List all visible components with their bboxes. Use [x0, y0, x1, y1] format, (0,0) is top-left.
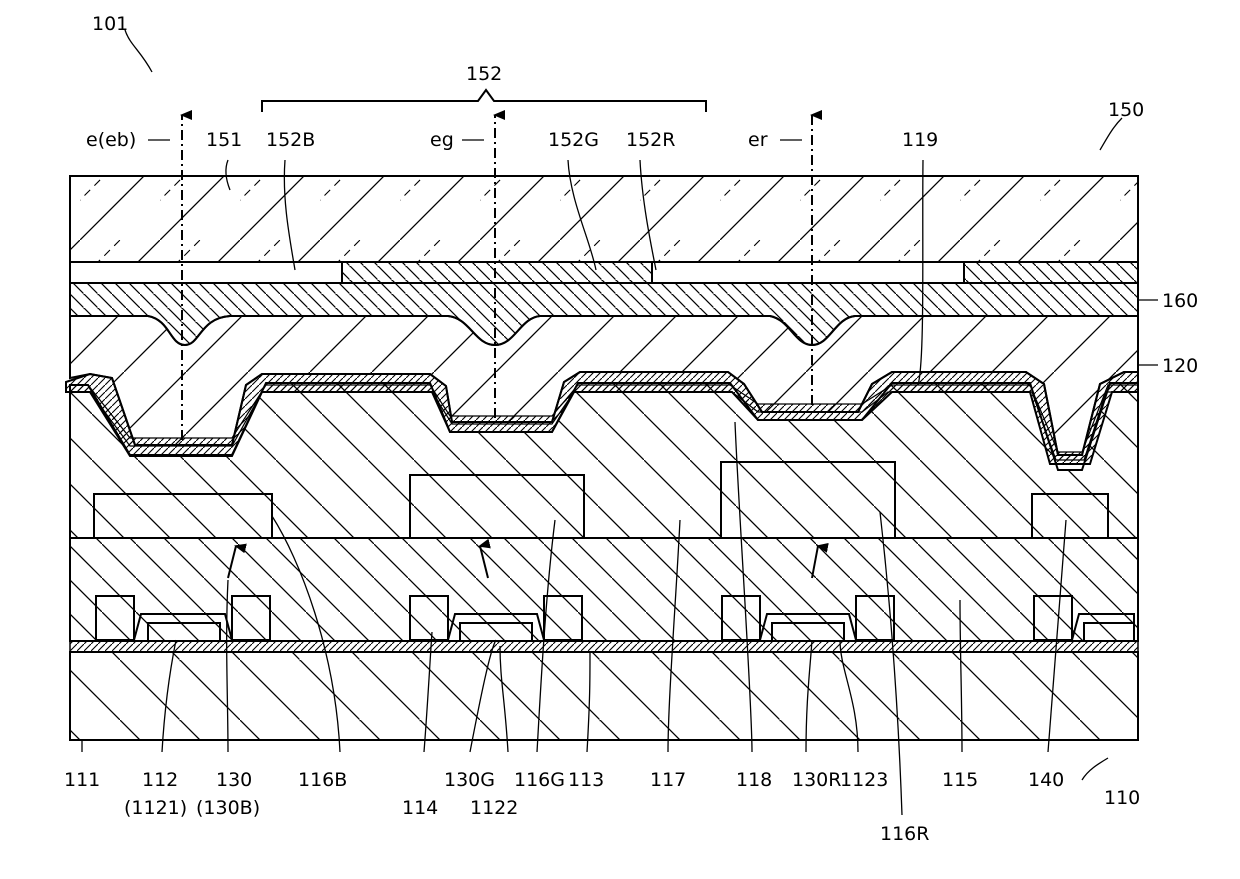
label-130R: 130R — [792, 769, 841, 791]
label-115: 115 — [942, 769, 978, 791]
insulating-film-113 — [70, 641, 1138, 652]
substrate-111 — [70, 652, 1138, 740]
label-1123: 1123 — [840, 769, 888, 791]
label-1121: (1121) — [124, 797, 187, 819]
label-120: 120 — [1162, 355, 1198, 377]
label-118: 118 — [736, 769, 772, 791]
label-130G: 130G — [444, 769, 495, 791]
label-111: 111 — [64, 769, 100, 791]
label-er: er — [748, 129, 768, 151]
label-116R: 116R — [880, 823, 929, 845]
label-150: 150 — [1108, 99, 1144, 121]
label-116B: 116B — [298, 769, 347, 791]
label-130: 130 — [216, 769, 252, 791]
label-152G: 152G — [548, 129, 599, 151]
label-140: 140 — [1028, 769, 1064, 791]
label-1122: 1122 — [470, 797, 518, 819]
label-110: 110 — [1104, 787, 1140, 809]
label-130B: (130B) — [196, 797, 260, 819]
label-117: 117 — [650, 769, 686, 791]
label-151: 151 — [206, 129, 242, 151]
label-e-eb: e(eb) — [86, 129, 136, 151]
label-112: 112 — [142, 769, 178, 791]
label-116G: 116G — [514, 769, 565, 791]
label-114: 114 — [402, 797, 438, 819]
label-119: 119 — [902, 129, 938, 151]
label-eg: eg — [430, 129, 454, 151]
label-101: 101 — [92, 13, 128, 35]
brace-152 — [262, 90, 706, 112]
planarization-layer-115 — [70, 538, 1138, 641]
label-113: 113 — [568, 769, 604, 791]
label-152B: 152B — [266, 129, 315, 151]
label-152R: 152R — [626, 129, 675, 151]
label-160: 160 — [1162, 290, 1198, 312]
label-152: 152 — [466, 63, 502, 85]
